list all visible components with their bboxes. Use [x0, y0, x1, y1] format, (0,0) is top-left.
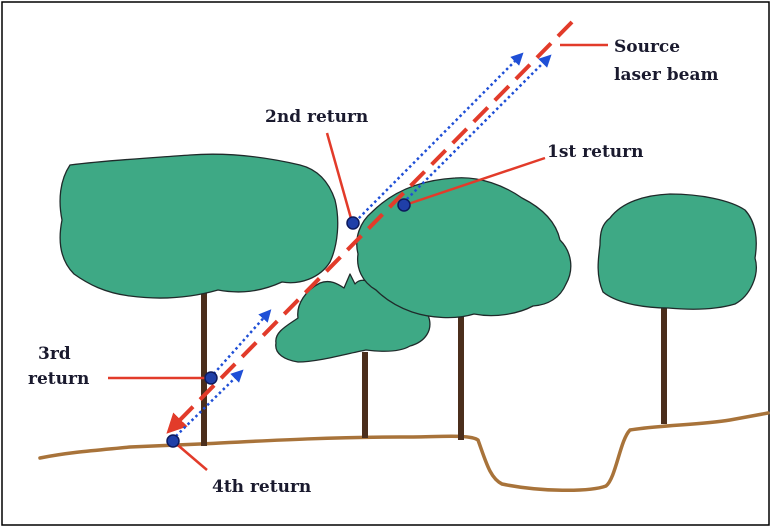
fourth-return-label: 4th return [212, 477, 311, 497]
first-return-point [397, 198, 411, 212]
middle-tree-canopy [356, 177, 572, 319]
source-laser-beam [166, 20, 574, 434]
first-return-label: 1st return [547, 142, 643, 162]
fourth-return-leader-line [172, 440, 208, 471]
right-tree-canopy [597, 193, 757, 310]
third-return-path [209, 309, 272, 379]
ground-surface [38, 411, 770, 493]
second-return-path [354, 52, 524, 223]
third-return-point [204, 371, 218, 385]
second-return-label: 2nd return [265, 107, 368, 127]
left-tree-canopy [59, 153, 339, 299]
third-return-label-line-1: 3rd [38, 344, 71, 364]
second-return-leader-line [325, 132, 354, 223]
source-label-line-2: laser beam [614, 65, 718, 85]
third-return-label-line-2: return [28, 369, 89, 389]
source-label-line-1: Source [614, 37, 680, 57]
second-return-point [346, 216, 360, 230]
first-return-path [402, 54, 552, 204]
first-return-leader-line [404, 156, 546, 207]
fourth-return-point [166, 434, 180, 448]
